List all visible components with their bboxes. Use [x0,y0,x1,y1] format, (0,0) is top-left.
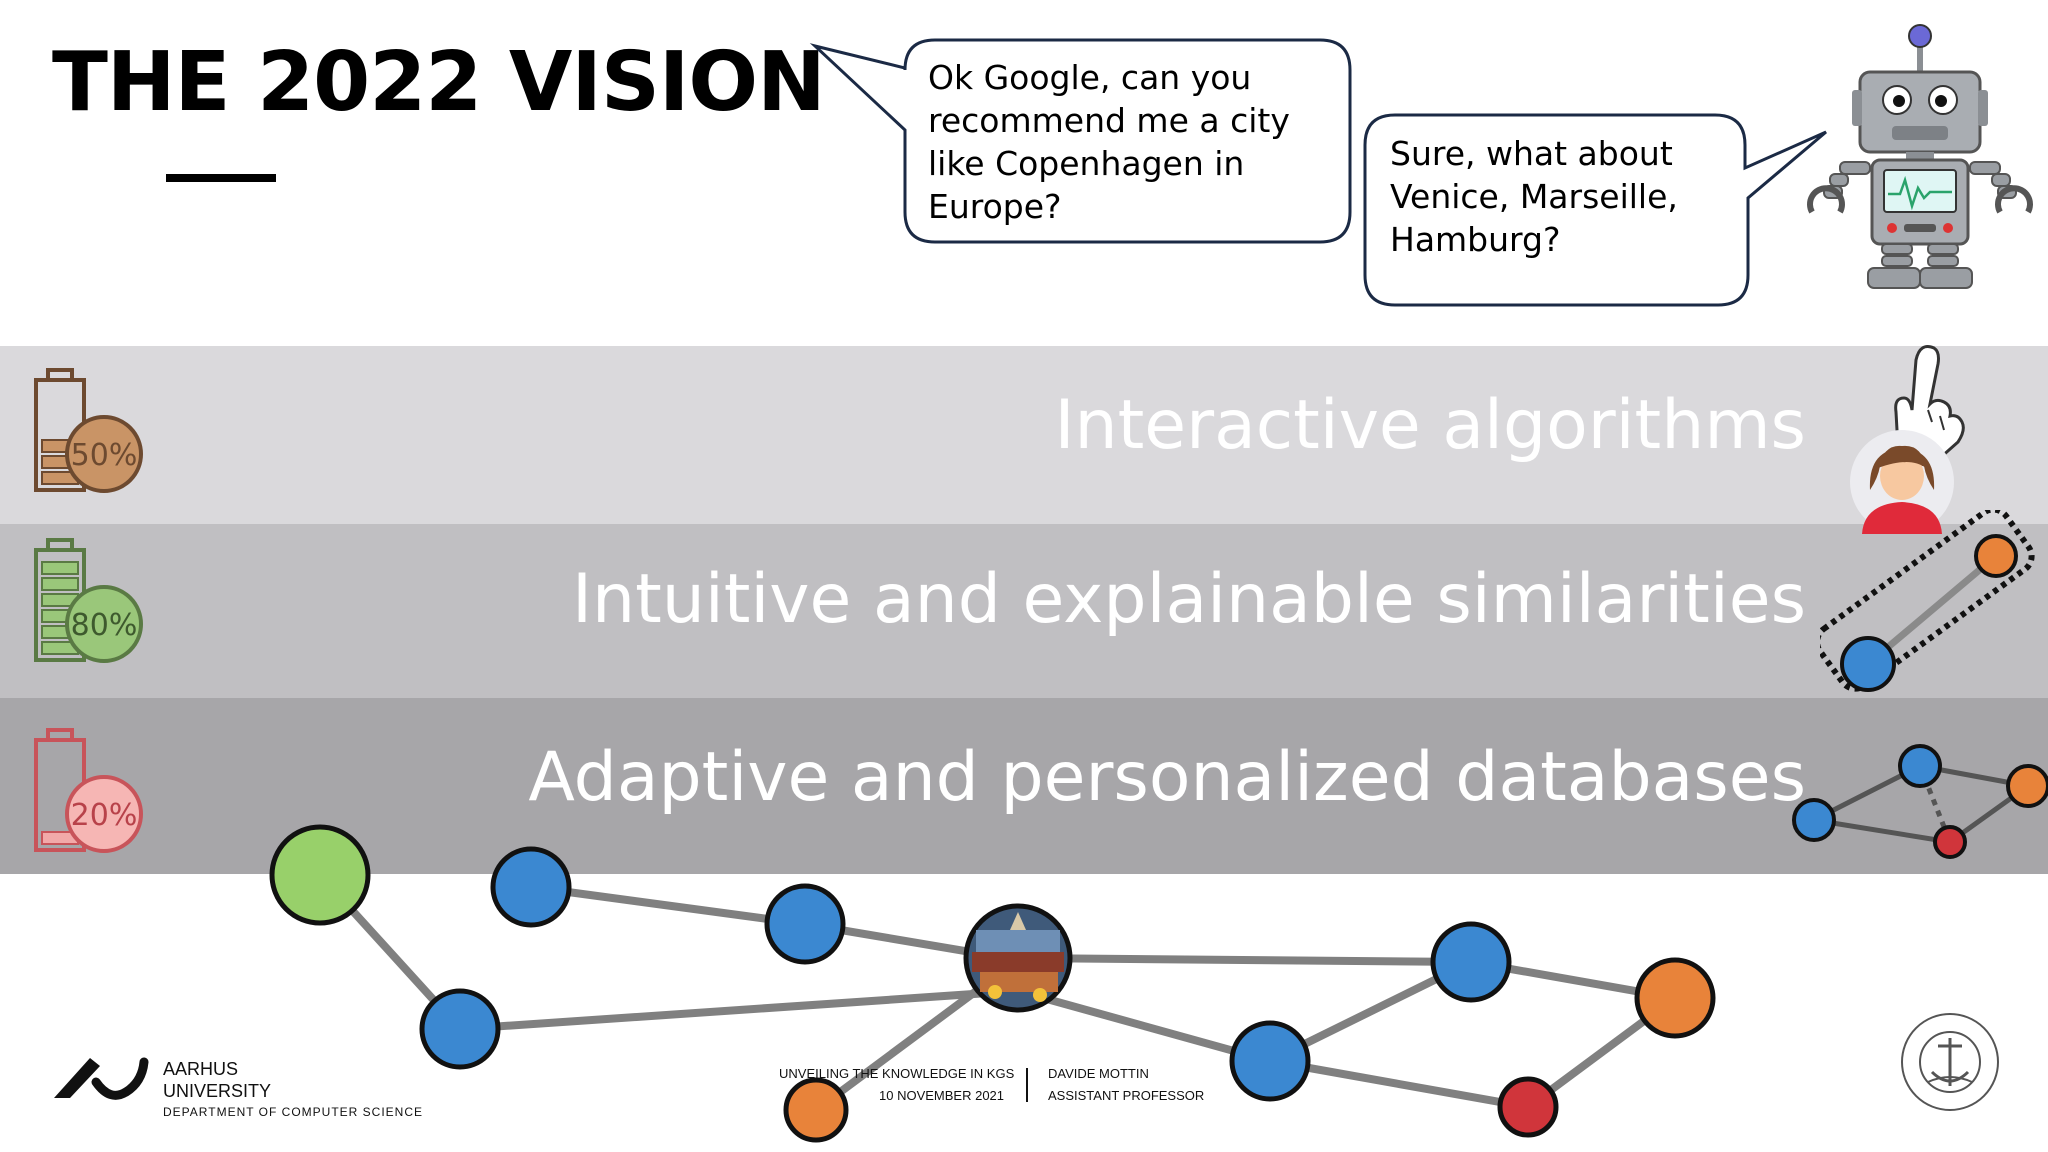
battery-high-icon: 80% [34,538,143,663]
robot-icon [1807,24,2033,289]
battery-half-icon: 50% [34,368,143,493]
graph-node-green [269,824,371,926]
talk-title: UNVEILING THE KNOWLEDGE IN KGS [779,1066,1015,1081]
graph-node-blue [490,846,572,928]
graph-node-blue [1229,1020,1311,1102]
university-seal-icon [1901,1013,1999,1111]
battery-label: 50% [71,438,138,473]
speaker-role: ASSISTANT PROFESSOR [1048,1088,1205,1103]
copenhagen-photo-node [963,903,1073,1013]
graph-node-red [1497,1076,1559,1138]
university-name-line2: UNIVERSITY [163,1081,272,1101]
graph-node-blue [419,988,501,1070]
hand-pointer-user-icon [1850,345,1965,534]
page-title: THE 2022 VISION [52,35,826,130]
battery-label: 20% [71,798,138,833]
user-speech-bubble [809,38,1352,244]
band-label: Interactive algorithms [1054,386,1806,465]
talk-date: 10 NOVEMBER 2021 [879,1088,1005,1103]
band-interactive-algorithms: Interactive algorithms [0,346,2048,524]
graph-node-blue [764,883,846,965]
aarhus-logo-icon [54,1057,149,1100]
footer-divider [1026,1068,1028,1102]
robot-bubble-text: Sure, what about Venice, Marseille, Hamb… [1390,134,1678,259]
department-name: DEPARTMENT OF COMPUTER SCIENCE [163,1105,424,1119]
title-underline [166,174,276,182]
linked-nodes-icon [1820,510,2035,692]
graph-node-orange [1634,957,1716,1039]
robot-speech-bubble [1363,113,1827,307]
battery-low-icon: 20% [34,728,143,853]
university-name-line1: AARHUS [163,1059,239,1079]
graph-node-blue [1430,921,1512,1003]
speaker-name: DAVIDE MOTTIN [1048,1066,1149,1081]
band-label: Intuitive and explainable similarities [571,560,1806,639]
band-intuitive-similarities: Intuitive and explainable similarities [0,524,2048,698]
small-graph-icon [1792,744,2048,859]
band-label: Adaptive and personalized databases [528,738,1806,817]
battery-label: 80% [71,608,138,643]
user-bubble-text: Ok Google, can you recommend me a city l… [928,58,1290,226]
graph-node-orange [783,1077,849,1143]
